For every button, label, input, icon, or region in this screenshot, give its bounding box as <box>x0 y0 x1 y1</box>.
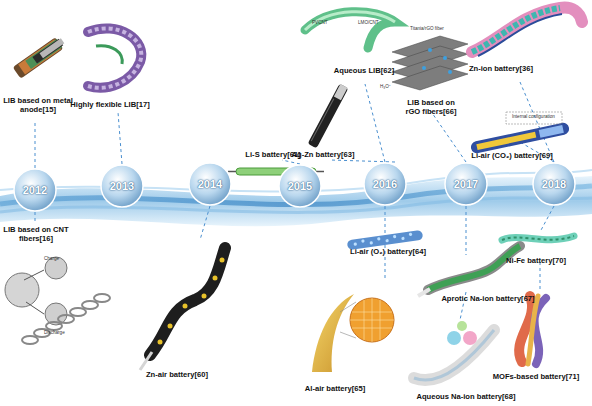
battery-label: LIB based on metal anode[15] <box>2 96 74 114</box>
battery-label: Li-air (O₂) battery[64] <box>342 247 434 256</box>
year-circle: 2016 <box>363 162 407 206</box>
year-circle: 2015 <box>278 164 322 208</box>
year-text: 2015 <box>278 164 322 208</box>
part-label: Charge <box>44 256 59 261</box>
part-label: LMO/CNT <box>358 20 379 25</box>
battery-label: MOFs-based battery[71] <box>486 372 586 381</box>
part-label: Discharge <box>44 330 65 335</box>
part-label: PVCNT <box>312 20 328 25</box>
battery-label: Zn-ion battery[36] <box>462 64 540 73</box>
battery-label: Highly flexible LIB[17] <box>66 100 154 109</box>
battery-label: Aqueous LIB[62] <box>328 66 400 75</box>
year-text: 2018 <box>532 162 576 206</box>
battery-label: Zn-air battery[60] <box>136 370 218 379</box>
battery-label: LIB based on CNT fibers[16] <box>0 225 72 243</box>
year-text: 2017 <box>444 162 488 206</box>
battery-label: Al-air battery[65] <box>300 384 370 393</box>
part-label: Titania/rGO fiber <box>410 26 444 31</box>
year-text: 2013 <box>100 164 144 208</box>
part-label: Internal configuration <box>512 114 555 119</box>
year-circle: 2014 <box>188 162 232 206</box>
year-text: 2016 <box>363 162 407 206</box>
year-circle: 2013 <box>100 164 144 208</box>
year-circle: 2017 <box>444 162 488 206</box>
battery-label: Ni-Fe battery[70] <box>500 256 572 265</box>
battery-label: Li-air (CO₂) battery[69] <box>462 151 562 160</box>
year-circle: 2018 <box>532 162 576 206</box>
year-circle: 2012 <box>13 168 57 212</box>
battery-label: LIB based on rGO fibers[66] <box>400 98 462 116</box>
part-label: H₃O⁺ <box>380 84 391 89</box>
battery-label: Aqueous Na-ion battery[68] <box>416 392 516 401</box>
year-text: 2014 <box>188 162 232 206</box>
battery-label: Aprotic Na-ion battery[67] <box>436 294 540 303</box>
battery-label: Ag-Zn battery[63] <box>288 150 358 159</box>
year-text: 2012 <box>13 168 57 212</box>
